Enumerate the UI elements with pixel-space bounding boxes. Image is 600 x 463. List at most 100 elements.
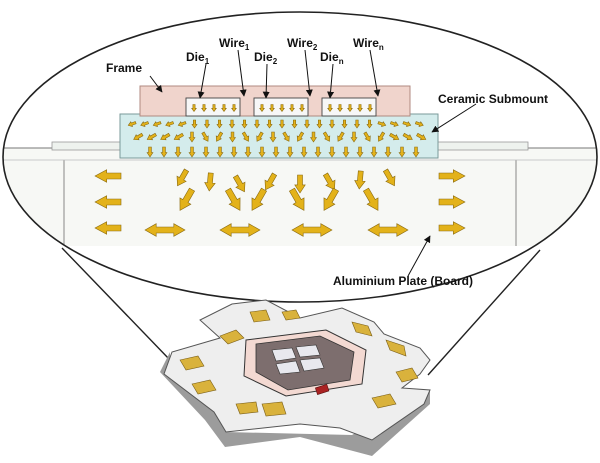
- plate-heat-arrow: [294, 174, 306, 194]
- gold-pad: [191, 379, 217, 395]
- label-frame: Frame: [106, 61, 142, 75]
- die-heat-arrow: [327, 104, 333, 113]
- interface-heat-arrow: [174, 146, 182, 158]
- die-heat-arrow: [289, 104, 295, 113]
- submount-heat-arrow: [266, 119, 273, 129]
- gold-pad: [219, 329, 245, 345]
- submount-heat-arrow: [256, 131, 264, 142]
- submount-heat-arrow: [228, 119, 236, 129]
- submount-heat-arrow: [278, 119, 286, 129]
- submount-heat-arrow: [133, 132, 144, 141]
- submount-heat-arrow: [216, 119, 223, 129]
- led-dies: [271, 344, 325, 375]
- plate-heat-arrow-right: [438, 169, 466, 183]
- heat-arrow-double: [219, 223, 261, 237]
- interface-heat-arrow: [328, 146, 336, 158]
- interface-heat-arrow: [244, 146, 252, 158]
- submount-heat-arrow: [291, 119, 298, 129]
- interface-heat-arrow: [202, 146, 210, 158]
- label-wire-2: Wire2: [287, 36, 318, 52]
- submount-heat-arrow: [177, 121, 187, 127]
- zoom-line-left: [61, 247, 171, 361]
- submount-heat-arrow: [146, 132, 157, 141]
- interface-heat-arrow: [356, 146, 364, 158]
- submount-heat-arrow: [341, 119, 348, 129]
- plate-heat-arrow-right: [438, 221, 466, 235]
- die-heat-arrow: [211, 104, 217, 113]
- die-heat-arrow: [191, 104, 197, 113]
- submount-heat-arrow: [402, 132, 413, 141]
- interface-heat-arrow: [160, 146, 168, 158]
- red-component: [314, 383, 330, 396]
- submount-heat-arrow: [191, 119, 198, 129]
- interface-heat-arrow: [188, 146, 196, 158]
- submount-heat-arrow: [165, 121, 175, 127]
- heat-arrow-double: [367, 223, 409, 237]
- submount-heat-arrow: [322, 131, 331, 142]
- plate-heat-arrow-left: [94, 169, 122, 183]
- gold-pad: [351, 321, 373, 337]
- die-heat-arrow: [337, 104, 343, 113]
- submount-heat-arrow: [328, 119, 336, 129]
- callout-lines: [149, 49, 477, 277]
- submount-heat-arrow: [414, 121, 424, 127]
- plate-heat-arrow: [354, 170, 366, 190]
- submount-heat-arrow: [215, 131, 224, 142]
- interface-heat-arrow: [314, 146, 322, 158]
- submount-heat-arrow: [253, 119, 261, 129]
- plate-heat-arrow: [176, 168, 190, 187]
- die-heat-arrow: [259, 104, 265, 113]
- gold-pad: [235, 401, 259, 415]
- interface-heat-arrow: [370, 146, 378, 158]
- die-heat-arrow: [357, 104, 363, 113]
- interface-heat-arrow: [230, 146, 238, 158]
- label-ceramic-submount: Ceramic Submount: [438, 92, 548, 106]
- interface-heat-arrow: [300, 146, 308, 158]
- gold-pad: [371, 393, 397, 409]
- zoom-line-right: [427, 249, 541, 376]
- gold-pad: [249, 309, 271, 323]
- die-heat-arrow: [221, 104, 227, 113]
- submount-heat-arrow: [282, 131, 290, 142]
- interface-heat-arrow: [272, 146, 280, 158]
- interface-heat-arrow: [398, 146, 406, 158]
- plate-heat-arrow: [362, 187, 379, 211]
- submount-heat-arrow: [363, 131, 371, 142]
- submount-heat-arrow: [353, 119, 361, 129]
- plate-heat-arrow: [232, 174, 246, 193]
- gold-pad: [395, 367, 419, 383]
- plate-heat-arrow-right: [438, 195, 466, 209]
- label-die-2: Die2: [254, 50, 278, 66]
- submount-heat-arrow: [402, 121, 412, 127]
- plate-heat-arrow: [288, 187, 305, 211]
- submount-heat-arrow: [416, 132, 427, 141]
- gold-pad: [179, 355, 205, 371]
- submount-heat-arrow: [310, 131, 317, 143]
- label-aluminium-plate: Aluminium Plate (Board): [333, 274, 473, 288]
- cross-section: [3, 85, 597, 246]
- die-heat-arrow: [367, 104, 373, 113]
- interface-heat-arrow: [342, 146, 350, 158]
- submount-heat-arrow: [127, 121, 137, 127]
- submount-heat-arrow: [160, 132, 171, 141]
- interface-heat-arrow: [384, 146, 392, 158]
- interface-heat-arrow: [412, 146, 420, 158]
- plate-heat-arrow: [382, 168, 396, 187]
- submount-heat-arrow: [296, 131, 305, 142]
- interface-heat-arrow: [258, 146, 266, 158]
- die-heat-arrow: [347, 104, 353, 113]
- magnifier-oval: [2, 11, 598, 303]
- plate-heat-arrow: [251, 187, 268, 211]
- gold-pads: [179, 309, 419, 417]
- interface-heat-arrow: [216, 146, 224, 158]
- submount-heat-arrow: [303, 119, 311, 129]
- plate-heat-arrow-left: [94, 221, 122, 235]
- heat-arrow-double: [144, 223, 186, 237]
- heat-arrow-double: [291, 223, 333, 237]
- heat-flow-arrows: [94, 104, 466, 237]
- plate-heat-arrow: [179, 187, 196, 211]
- submount-heat-arrow: [140, 121, 150, 127]
- interface-heat-arrow: [286, 146, 294, 158]
- label-wire-n: Wiren: [353, 36, 384, 52]
